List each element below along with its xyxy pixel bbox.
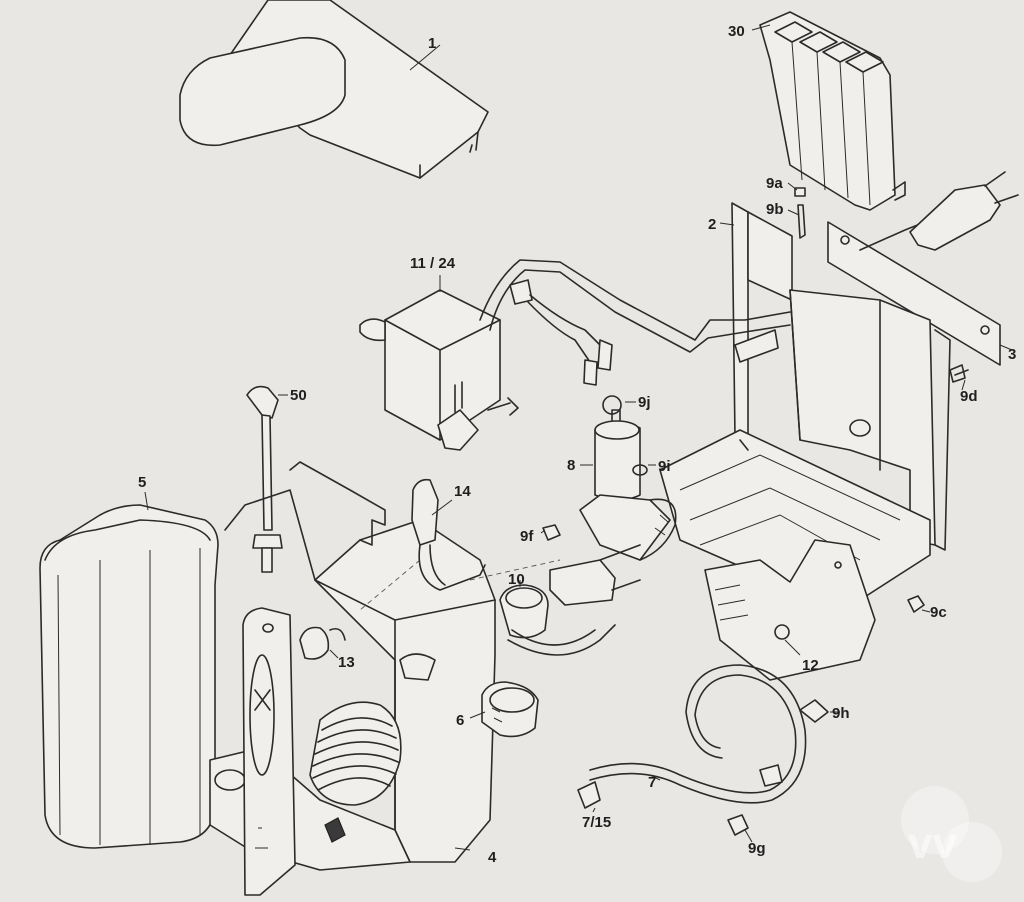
label-part-9g: 9g — [748, 840, 766, 857]
label-part-50: 50 — [290, 387, 307, 404]
label-part-7: 7 — [648, 774, 656, 791]
part-switch — [299, 626, 346, 660]
label-part-9h: 9h — [832, 705, 850, 722]
label-part-12: 12 — [802, 657, 819, 674]
label-part-9a: 9a — [766, 175, 783, 192]
label-part-13: 13 — [338, 654, 355, 671]
part-steam-tube — [246, 385, 283, 573]
part-filter-holder — [759, 11, 906, 211]
watermark-logo: vv — [901, 786, 1002, 882]
label-part-9c: 9c — [930, 604, 947, 621]
part-heating-coil — [309, 701, 402, 843]
part-valve-assembly — [549, 544, 641, 606]
label-part-9b: 9b — [766, 201, 784, 218]
part-lid — [179, 0, 489, 179]
label-part-5: 5 — [138, 474, 146, 491]
label-part-9d: 9d — [960, 388, 978, 405]
part-pump-motor — [579, 395, 677, 561]
part-fasteners — [542, 187, 969, 836]
part-water-tank — [39, 504, 219, 849]
part-power-plug — [859, 171, 1019, 251]
label-part-14: 14 — [454, 483, 471, 500]
label-part-10: 10 — [508, 571, 525, 588]
label-part-6: 6 — [456, 712, 464, 729]
label-part-7-15: 7/15 — [582, 814, 611, 831]
label-part-4: 4 — [488, 849, 497, 866]
part-rear-frame — [731, 202, 1001, 551]
label-part-9i: 9i — [658, 458, 671, 475]
label-part-9f: 9f — [520, 528, 534, 545]
part-control-box — [359, 289, 519, 451]
label-part-2: 2 — [708, 216, 716, 233]
watermark-text: vv — [908, 819, 957, 868]
label-part-30: 30 — [728, 23, 745, 40]
part-thermostat — [481, 681, 539, 738]
label-part-9j: 9j — [638, 394, 651, 411]
part-bracket — [704, 539, 876, 681]
part-hose — [577, 664, 807, 809]
part-front-panel — [242, 607, 296, 896]
label-part-8: 8 — [567, 457, 575, 474]
part-cable-clamp — [411, 478, 486, 591]
label-part-11-24: 11 / 24 — [410, 255, 456, 272]
leader-lines — [144, 24, 1013, 851]
part-labels: 1 30 9a 9b 2 11 / 24 3 9d 50 9j 8 9i 5 1… — [138, 23, 1016, 866]
label-part-1: 1 — [428, 35, 436, 52]
part-flow-meter — [499, 584, 616, 656]
part-wiring — [479, 259, 791, 386]
label-part-3: 3 — [1008, 346, 1016, 363]
part-base-tray — [659, 429, 931, 601]
